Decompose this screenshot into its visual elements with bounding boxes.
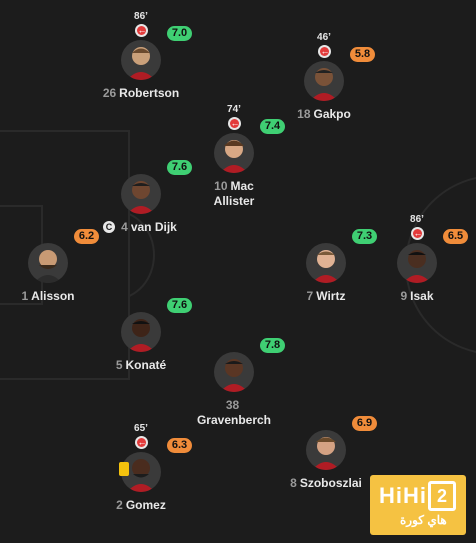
player-photo xyxy=(121,312,161,352)
player-name-text: Gakpo xyxy=(313,107,351,121)
substitution-icon: ← xyxy=(134,436,148,449)
sub-minute: 86’ xyxy=(410,214,424,225)
substitution-icon: ← xyxy=(134,24,148,37)
shirt-number: 8 xyxy=(290,476,297,490)
rating-badge: 7.6 xyxy=(167,160,192,175)
rating-badge: 7.4 xyxy=(260,119,285,134)
rating-badge: 6.9 xyxy=(352,416,377,431)
sub-minute: 74’ xyxy=(227,104,241,115)
shirt-number: 9 xyxy=(400,289,408,303)
player-photo xyxy=(121,40,161,80)
rating-badge: 7.6 xyxy=(167,298,192,313)
logo-text: HiHi xyxy=(379,483,427,508)
shirt-number: 1 xyxy=(21,289,29,303)
rating-badge: 6.5 xyxy=(443,229,468,244)
player-photo xyxy=(304,61,344,101)
player-name-text: Wirtz xyxy=(316,289,346,303)
player-photo xyxy=(121,174,161,214)
sub-minute: 46’ xyxy=(317,32,331,43)
player-photo xyxy=(28,243,68,283)
rating-badge: 5.8 xyxy=(350,47,375,62)
player-photo xyxy=(397,243,437,283)
logo-digit: 2 xyxy=(436,486,447,506)
player-name-text: Isak xyxy=(410,289,434,303)
captain-icon: C xyxy=(103,221,115,233)
rating-badge: 6.3 xyxy=(167,438,192,453)
player-name-text: Mac xyxy=(230,179,254,193)
player-name-line2: Allister xyxy=(213,194,255,208)
player-photo xyxy=(306,430,346,470)
player-name-text: Szoboszlai xyxy=(299,476,362,490)
player-photo xyxy=(214,352,254,392)
logo-subtitle: هاي كورة xyxy=(400,513,447,527)
shirt-number: 4 xyxy=(121,220,128,234)
player-name-text: Gravenberch xyxy=(196,413,272,427)
substitution-icon: ← xyxy=(410,227,424,240)
shirt-number: 5 xyxy=(115,358,123,372)
player-photo xyxy=(306,243,346,283)
player-photo xyxy=(214,133,254,173)
shirt-number: 10 xyxy=(214,179,228,193)
logo-digit-box: 2 xyxy=(428,481,456,511)
sub-minute: 65’ xyxy=(134,423,148,434)
player-name-text: van Dijk xyxy=(130,220,177,234)
player-name-text: Robertson xyxy=(119,86,180,100)
shirt-number: 26 xyxy=(102,86,117,100)
sub-minute: 86’ xyxy=(134,11,148,22)
yellow-card-icon xyxy=(119,462,129,476)
shirt-number: 18 xyxy=(297,107,311,121)
player-name-text: Gomez xyxy=(125,498,166,512)
substitution-icon: ← xyxy=(317,45,331,58)
penalty-area-left xyxy=(0,130,130,380)
rating-badge: 7.8 xyxy=(260,338,285,353)
shirt-number: 38 xyxy=(225,398,240,412)
player-name-text: Konaté xyxy=(125,358,167,372)
rating-badge: 7.3 xyxy=(352,229,377,244)
rating-badge: 7.0 xyxy=(167,26,192,41)
player-name-text: Alisson xyxy=(31,289,75,303)
watermark-logo: HiHi 2 هاي كورة xyxy=(370,475,466,535)
substitution-icon: ← xyxy=(227,117,241,130)
rating-badge: 6.2 xyxy=(74,229,99,244)
shirt-number: 2 xyxy=(116,498,123,512)
shirt-number: 7 xyxy=(306,289,314,303)
